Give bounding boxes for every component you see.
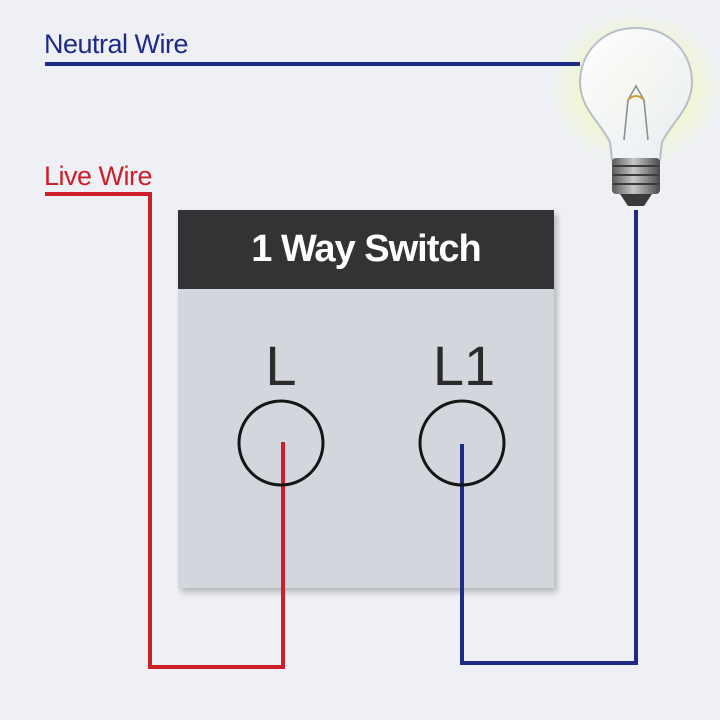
live-wire-label: Live Wire xyxy=(44,161,153,191)
terminal-l-label: L xyxy=(265,334,297,397)
terminal-l1-label: L1 xyxy=(432,334,496,397)
switch-box: 1 Way Switch L L1 xyxy=(178,210,554,588)
switch-title: 1 Way Switch xyxy=(178,210,554,289)
neutral-wire-label: Neutral Wire xyxy=(44,29,189,59)
light-bulb-icon xyxy=(578,26,694,206)
